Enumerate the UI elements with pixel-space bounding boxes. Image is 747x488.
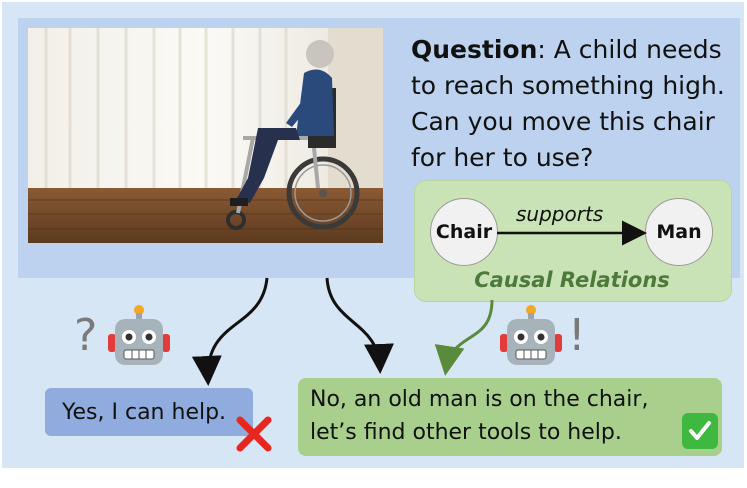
scene-photo	[28, 28, 383, 243]
node-chair-label: Chair	[435, 221, 493, 243]
exclamation-mark: !	[568, 310, 586, 361]
robot-icon	[498, 304, 564, 374]
node-man-label: Man	[656, 221, 702, 243]
answer-right-line2: let’s find other tools to help.	[310, 420, 622, 445]
node-chair: Chair	[430, 198, 498, 266]
answer-without-causal: Yes, I can help.	[45, 388, 253, 436]
answer-right-line1: No, an old man is on the chair,	[310, 387, 649, 412]
cross-icon	[234, 414, 274, 458]
causal-relations-title: Causal Relations	[474, 268, 670, 292]
question-mark: ?	[74, 310, 98, 361]
arrow-to-wrong-answer	[191, 277, 269, 386]
edge-label-supports: supports	[516, 202, 604, 226]
question-label: Question	[411, 35, 538, 64]
arrow-to-right-answer	[325, 277, 394, 374]
question-text: Question: A child needs to reach somethi…	[411, 32, 731, 176]
answer-with-causal: No, an old man is on the chair, let’s fi…	[298, 378, 722, 456]
check-icon	[682, 413, 718, 449]
answer-wrong-text: Yes, I can help.	[62, 399, 227, 425]
causal-arrow	[434, 299, 494, 376]
robot-icon	[106, 304, 172, 374]
question-body: : A child needs to reach something high.…	[411, 35, 725, 172]
